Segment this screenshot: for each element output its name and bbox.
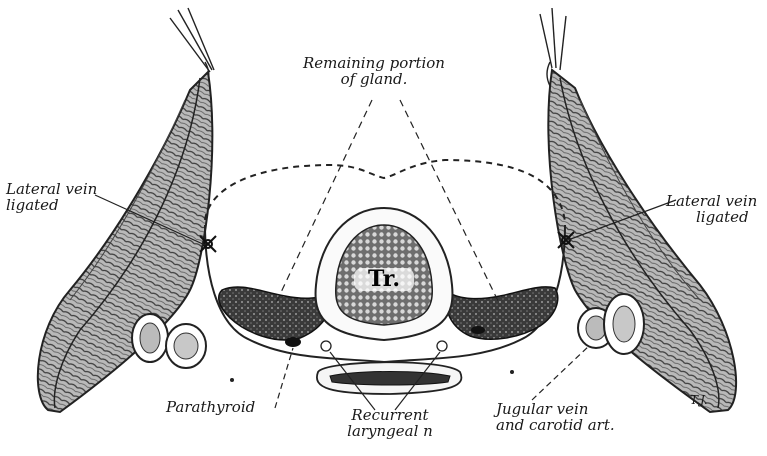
label-lateral-right-line2: ligated <box>666 210 757 226</box>
label-trachea: Tr. <box>354 268 414 291</box>
label-lateral-vein-right: Lateral vein ligated <box>666 194 757 226</box>
parathyroid-left <box>285 337 301 347</box>
label-lateral-left-line2: ligated <box>6 198 97 214</box>
label-jugular-line2: and carotid art. <box>496 418 615 434</box>
label-parathyroid: Parathyroid <box>166 400 255 416</box>
label-recurrent-laryngeal: Recurrent laryngeal n <box>330 408 450 440</box>
label-remaining-gland: Remaining portion of gland. <box>284 56 464 88</box>
recurrent-nerve-right <box>437 341 447 351</box>
label-remaining-gland-line2: of gland. <box>284 72 464 88</box>
parathyroid-right <box>471 326 485 334</box>
gland-remnant-right <box>446 287 557 339</box>
label-parathyroid-text: Parathyroid <box>166 400 255 416</box>
label-trachea-text: Tr. <box>354 268 414 291</box>
label-jugular-carotid: Jugular vein and carotid art. <box>496 402 615 434</box>
label-recurrent-line2: laryngeal n <box>330 424 450 440</box>
label-lateral-vein-left: Lateral vein ligated <box>6 182 97 214</box>
artist-signature: T.J. <box>690 394 708 407</box>
artist-signature-text: T.J. <box>690 394 708 407</box>
recurrent-nerve-left <box>321 341 331 351</box>
